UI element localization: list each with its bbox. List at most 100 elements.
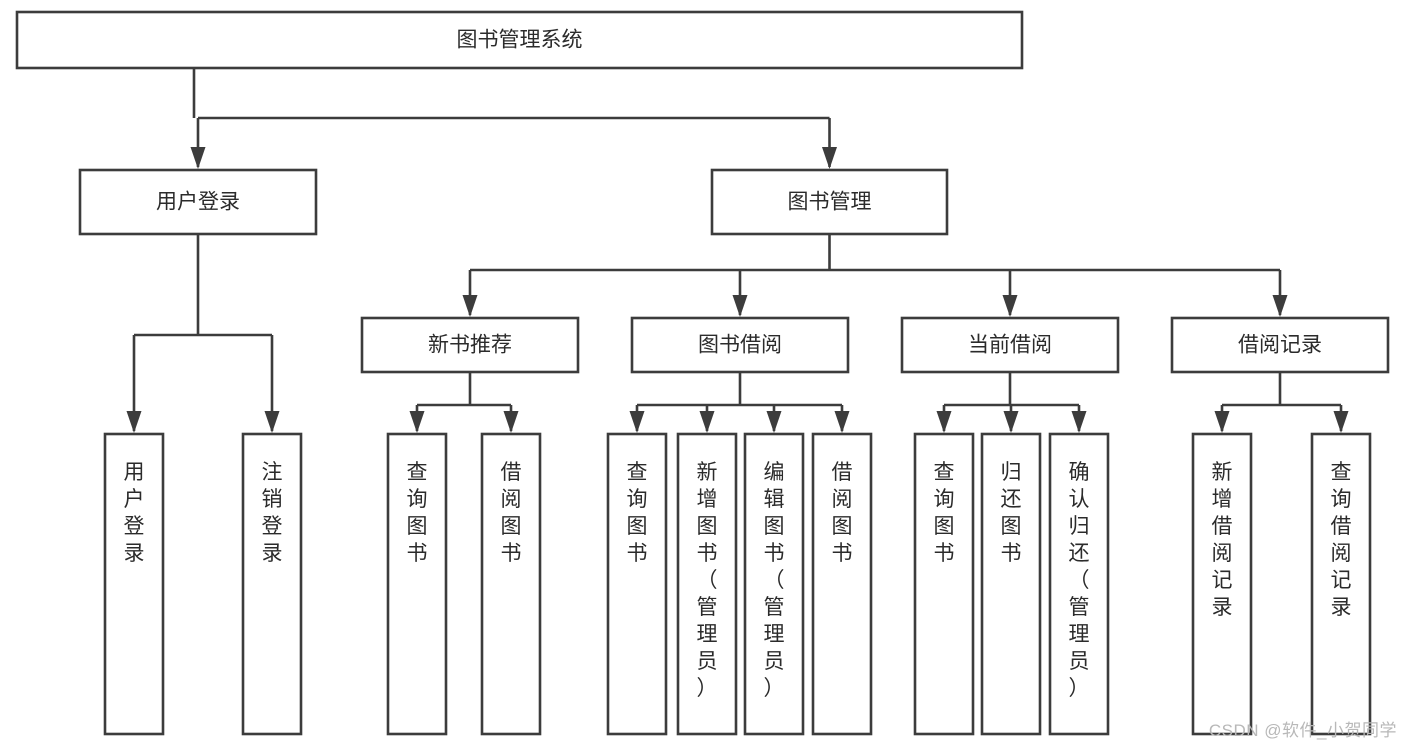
- node-label-leaf-edit-book: 管: [764, 596, 785, 619]
- node-label-leaf-add-borrow-record: 录: [1212, 596, 1233, 619]
- node-label-leaf-add-borrow-record: 记: [1212, 569, 1233, 592]
- node-label-leaf-add-book: 员: [697, 650, 718, 673]
- arrow-head-icon: [1272, 295, 1288, 317]
- node-user-login[interactable]: 用户登录: [78, 168, 318, 236]
- arrow-head-icon: [732, 295, 748, 317]
- node-box-leaf-borrow-book: [811, 432, 873, 736]
- node-label-book-management: 图书管理: [788, 191, 872, 214]
- node-label-leaf-query-borrow-record: 录: [1331, 596, 1352, 619]
- node-label-leaf-confirm-return: 认: [1069, 488, 1090, 511]
- node-box-current-borrow: [900, 316, 1120, 374]
- node-label-leaf-add-book: 理: [697, 623, 718, 646]
- node-label-leaf-return-book: 归: [1001, 461, 1022, 484]
- node-label-leaf-borrow-book: 阅: [832, 488, 853, 511]
- node-label-leaf-add-book: 增: [697, 488, 718, 511]
- node-label-leaf-query-borrow-record: 借: [1331, 515, 1352, 538]
- node-label-leaf-query-book-current: 查: [934, 461, 955, 484]
- arrow-head-icon: [1214, 411, 1230, 433]
- node-label-leaf-query-book-current: 书: [934, 542, 955, 565]
- node-box-leaf-edit-book: [743, 432, 805, 736]
- node-label-leaf-confirm-return: ）: [1069, 677, 1090, 700]
- arrow-head-icon: [1002, 295, 1018, 317]
- node-label-leaf-return-book: 图: [1001, 515, 1022, 538]
- node-box-borrow-record: [1170, 316, 1390, 374]
- node-label-leaf-return-book: 书: [1001, 542, 1022, 565]
- node-box-leaf-borrow-book-recommend: [480, 432, 542, 736]
- arrow-head-icon: [629, 411, 645, 433]
- node-label-leaf-confirm-return: 还: [1069, 542, 1090, 565]
- node-label-leaf-logout: 销: [262, 488, 283, 511]
- node-label-leaf-edit-book: 图: [764, 515, 785, 538]
- node-label-current-borrow: 当前借阅: [968, 334, 1052, 357]
- node-book-management[interactable]: 图书管理: [710, 168, 949, 236]
- node-label-borrow-record: 借阅记录: [1238, 334, 1322, 357]
- node-label-leaf-query-book-borrow: 图: [627, 515, 648, 538]
- arrow-head-icon: [699, 411, 715, 433]
- arrow-head-icon: [264, 411, 280, 433]
- node-label-leaf-edit-book: 编: [764, 461, 785, 484]
- arrow-head-icon: [126, 411, 142, 433]
- node-label-leaf-query-borrow-record: 记: [1331, 569, 1352, 592]
- arrow-head-icon: [822, 147, 837, 169]
- node-label-leaf-query-book-borrow: 询: [627, 488, 648, 511]
- node-current-borrow[interactable]: 当前借阅: [900, 316, 1120, 374]
- node-label-leaf-add-book: 管: [697, 596, 718, 619]
- node-label-leaf-confirm-return: 确: [1069, 461, 1090, 484]
- node-book-borrow[interactable]: 图书借阅: [630, 316, 850, 374]
- node-box-leaf-add-borrow-record: [1191, 432, 1253, 736]
- node-box-leaf-query-book-current: [913, 432, 975, 736]
- node-label-leaf-add-borrow-record: 阅: [1212, 542, 1233, 565]
- node-label-user-login: 用户登录: [156, 191, 240, 214]
- node-label-leaf-edit-book: 理: [764, 623, 785, 646]
- node-borrow-record[interactable]: 借阅记录: [1170, 316, 1390, 374]
- node-label-leaf-query-book-borrow: 书: [627, 542, 648, 565]
- node-label-leaf-query-borrow-record: 询: [1331, 488, 1352, 511]
- node-label-leaf-return-book: 还: [1001, 488, 1022, 511]
- node-box-leaf-query-book-borrow: [606, 432, 668, 736]
- arrow-head-icon: [462, 295, 478, 317]
- node-label-leaf-confirm-return: 理: [1069, 623, 1090, 646]
- node-label-root: 图书管理系统: [457, 29, 583, 52]
- node-label-leaf-add-book: （: [697, 569, 718, 592]
- node-label-leaf-borrow-book-recommend: 借: [501, 461, 522, 484]
- arrow-head-icon: [766, 411, 782, 433]
- node-label-leaf-logout: 录: [262, 542, 283, 565]
- node-label-leaf-query-book-recommend: 询: [407, 488, 428, 511]
- node-label-leaf-query-book-recommend: 图: [407, 515, 428, 538]
- node-box-leaf-confirm-return: [1048, 432, 1110, 736]
- node-label-leaf-edit-book: 员: [764, 650, 785, 673]
- node-new-book-recommend[interactable]: 新书推荐: [360, 316, 580, 374]
- node-box-book-borrow: [630, 316, 850, 374]
- node-leaf-user-login[interactable]: 用户登录: [103, 432, 165, 736]
- node-label-leaf-confirm-return: 管: [1069, 596, 1090, 619]
- node-label-leaf-add-book: 书: [697, 542, 718, 565]
- node-label-leaf-confirm-return: （: [1069, 569, 1090, 592]
- node-label-leaf-logout: 注: [262, 461, 283, 484]
- node-label-leaf-borrow-book-recommend: 阅: [501, 488, 522, 511]
- node-label-book-borrow: 图书借阅: [698, 334, 782, 357]
- node-box-leaf-user-login: [103, 432, 165, 736]
- node-label-leaf-query-borrow-record: 阅: [1331, 542, 1352, 565]
- node-box-root: [15, 10, 1024, 70]
- node-root[interactable]: 图书管理系统: [15, 10, 1024, 70]
- watermark-label: CSDN @软件_小贺同学: [1208, 721, 1397, 740]
- node-label-leaf-confirm-return: 员: [1069, 650, 1090, 673]
- node-label-leaf-query-book-recommend: 查: [407, 461, 428, 484]
- node-layer: 图书管理系统用户登录图书管理新书推荐图书借阅当前借阅借阅记录用户登录注销登录查询…: [15, 10, 1390, 736]
- arrow-head-icon: [503, 411, 519, 433]
- node-label-leaf-add-borrow-record: 借: [1212, 515, 1233, 538]
- node-label-leaf-edit-book: 辑: [764, 488, 785, 511]
